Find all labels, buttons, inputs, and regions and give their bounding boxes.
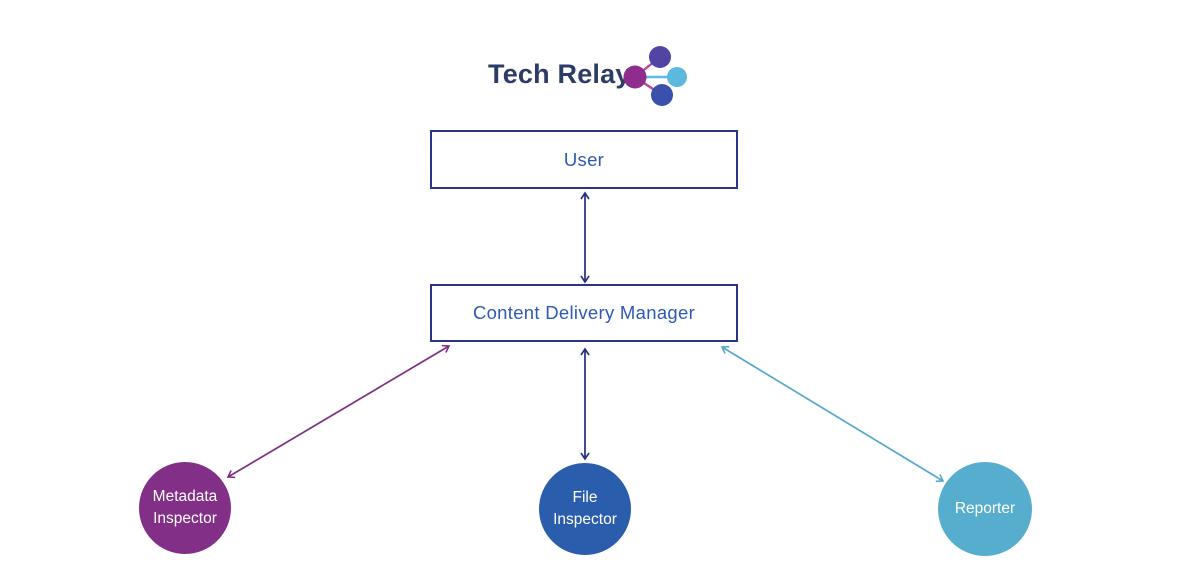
node-content-delivery-manager: Content Delivery Manager (430, 284, 738, 342)
edge-cdm-reporter (720, 345, 945, 483)
logo-title: Tech Relays (488, 59, 646, 89)
node-metadata-inspector: Metadata Inspector (139, 462, 231, 554)
node-file-inspector: File Inspector (539, 463, 631, 555)
node-user-label: User (563, 148, 605, 170)
node-file-label: File Inspector (553, 489, 617, 528)
tech-relays-logo-icon (623, 46, 687, 106)
node-metadata-label: Metadata Inspector (152, 488, 218, 527)
node-cdm-label: Content Delivery Manager (472, 302, 696, 323)
node-reporter-label: Reporter (954, 500, 1016, 518)
node-user: User (430, 130, 738, 189)
edge-cdm-metadata-inspector (226, 344, 451, 479)
node-reporter: Reporter (938, 462, 1032, 556)
